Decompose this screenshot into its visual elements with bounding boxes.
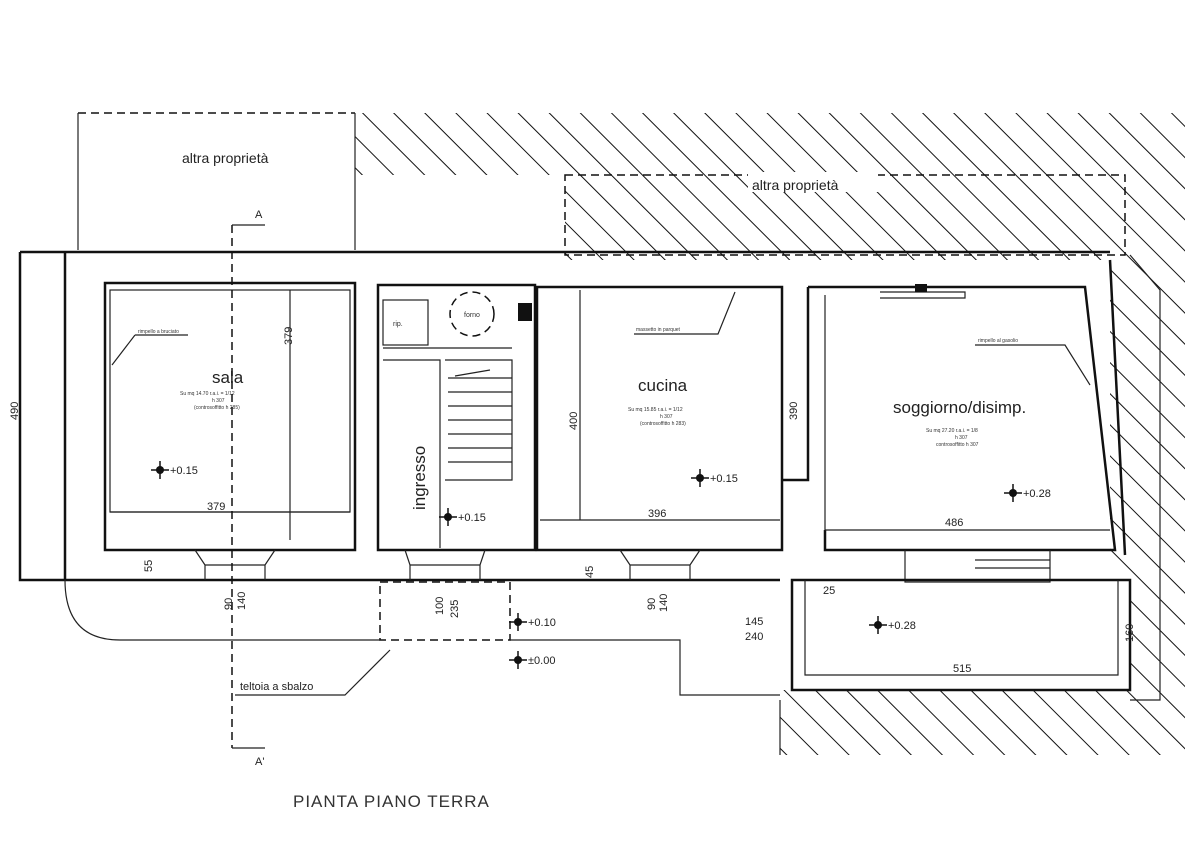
dimension-label: 140 [236,592,248,610]
level-value: +0.15 [170,465,198,477]
room-ingresso [376,283,537,552]
level-value: +0.28 [888,620,916,632]
terrace-inner [804,580,1119,676]
level-marker: +0.28 [869,616,916,634]
leader-line [235,649,391,696]
level-value: +0.28 [1023,488,1051,500]
dimension-label: 90 [223,598,235,610]
dimension-label: 100 [434,597,446,615]
dimension-label: 379 [283,327,295,345]
plan-title: PIANTA PIANO TERRA [293,792,490,811]
cucina-lines [540,290,780,521]
section-arrows [232,224,265,749]
leader-line [975,344,1091,386]
room-note: rimpello a bruciato [138,329,179,335]
dimension-label: 490 [9,402,21,420]
dimension-label: 400 [568,412,580,430]
neighbour-label-right: altra proprietà [752,177,839,193]
dimension-label: 145 [745,616,763,628]
sala-lines [110,290,350,540]
room-note: rimpello al gasolio [978,338,1018,344]
room-info: controsoffitto h 307 [936,442,979,448]
dimension-label: 45 [584,566,596,578]
dimension-label: 486 [945,517,963,529]
canopy-label: teltoia a sbalzo [240,681,313,693]
porch [379,581,511,641]
room-note: massetto in parquet [636,327,681,333]
dimension-label: 160 [1124,624,1136,642]
terrace [790,578,1132,692]
dimension-label: 90 [646,598,658,610]
level-value: +0.15 [458,512,486,524]
oven [449,291,495,337]
building-outline [18,250,1127,582]
level-marker: +0.15 [439,508,486,526]
room-name-forno: forno [464,312,480,319]
level-marker: +0.15 [151,461,198,479]
level-value: +0.15 [710,473,738,485]
room-name-sala: sala [212,368,244,387]
soggiorno-step [904,550,1051,583]
chimney [518,303,532,321]
room-info: Su mq 14.70 r.a.i. = 1/12 [180,391,235,397]
level-marker: +0.28 [1004,484,1051,502]
room-soggiorno [782,285,1117,552]
leader-line [634,291,736,335]
room-name-ingresso: ingresso [410,446,429,510]
room-name-soggiorno: soggiorno/disimp. [893,398,1026,417]
dimension-label: 396 [648,508,666,520]
canopy-outline [64,579,780,696]
room-info: h 307 [212,398,225,404]
staircase [448,369,512,463]
meter [915,284,927,292]
leader-line [111,334,188,366]
cucina-window [619,549,701,580]
sala-inner [109,289,351,513]
level-marker: ±0.00 [509,651,555,669]
level-marker: +0.15 [691,469,738,487]
room-info: h 307 [660,414,673,420]
dimension-label: 25 [823,585,835,597]
section-mark-bottom: A' [255,756,264,768]
room-cucina [535,285,784,552]
dimension-label: 140 [658,594,670,612]
dimension-label: 235 [449,600,461,618]
neighbour-boundary [77,113,356,250]
hatch-border [1129,254,1161,701]
room-sala [103,281,357,552]
dimension-label: 55 [143,560,155,572]
section-mark-top: A [255,209,263,221]
room-info: (controsoffitto h 285) [194,405,240,411]
room-ripostiglio [382,299,429,346]
room-info: (controsoffitto h 283) [640,421,686,427]
room-name-cucina: cucina [638,376,688,395]
level-value: +0.10 [528,617,556,629]
dimension-label: 240 [745,631,763,643]
level-value: ±0.00 [528,655,555,667]
neighbour-label-left: altra proprietà [182,150,269,166]
dimension-label: 390 [788,402,800,420]
sala-window [194,549,276,580]
dimension-label: 379 [207,501,225,513]
dimension-label: 515 [953,663,971,675]
room-name-rip: rip. [393,321,403,328]
entrance-door [404,549,486,580]
room-info: h 307 [955,435,968,441]
room-info: Su mq 27.20 r.a.i. = 1/8 [926,428,978,434]
level-marker: +0.10 [509,613,556,631]
room-info: Su mq 15.85 r.a.i. = 1/12 [628,407,683,413]
